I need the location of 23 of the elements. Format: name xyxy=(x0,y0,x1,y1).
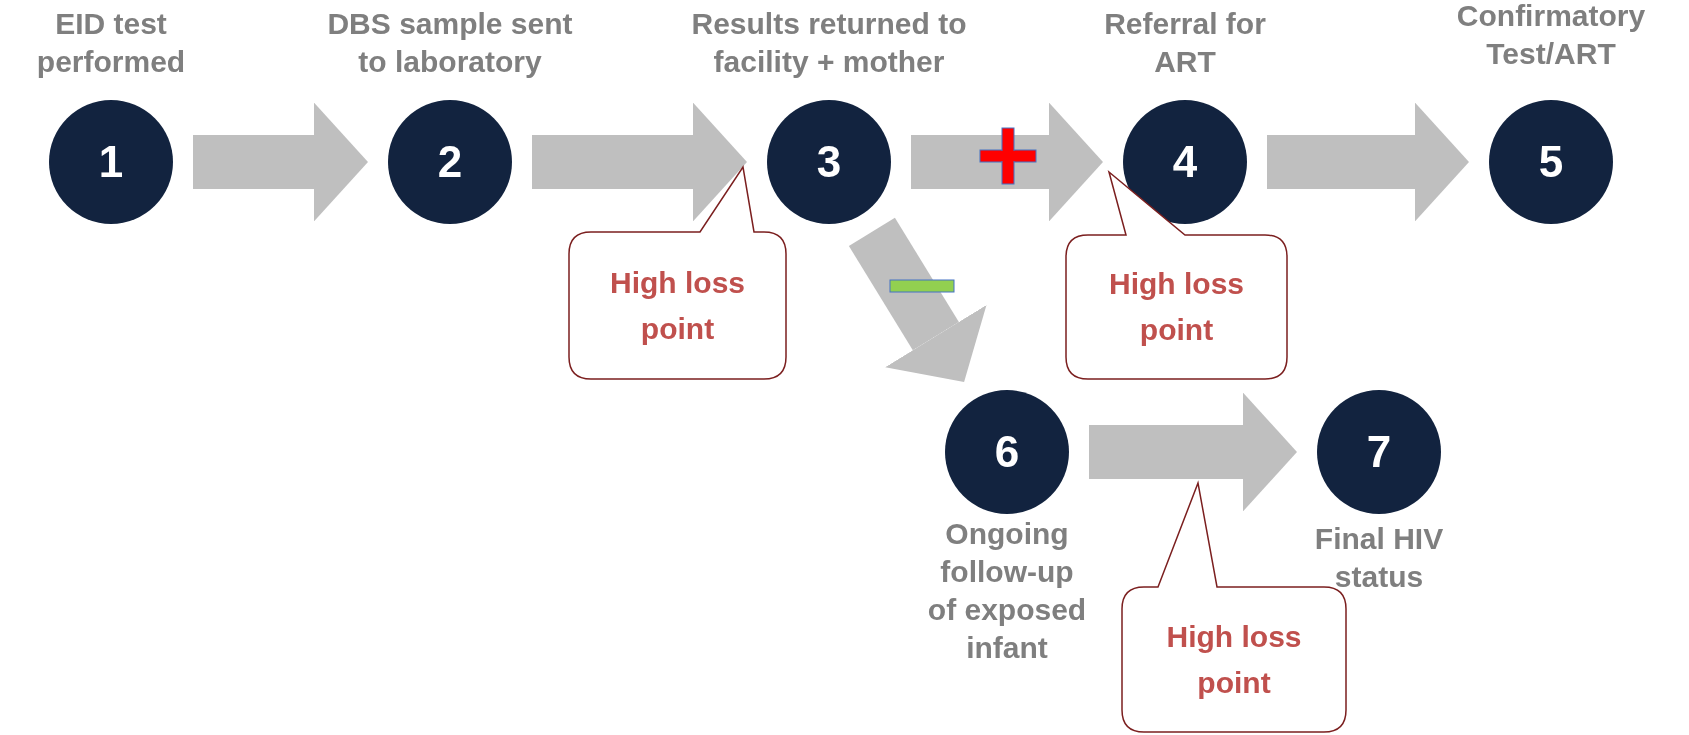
step-caption: EID test performed xyxy=(35,6,187,80)
step-caption: Referral for ART xyxy=(1103,6,1267,80)
block-arrow xyxy=(911,102,1103,222)
block-arrow xyxy=(532,102,747,222)
block-arrow xyxy=(1267,102,1469,222)
callout-text: High loss point xyxy=(1108,266,1245,348)
callout-text: High loss point xyxy=(609,264,746,347)
step-circle: 7 xyxy=(1317,390,1441,514)
step-circle: 6 xyxy=(945,390,1069,514)
callout-text: High loss point xyxy=(1165,618,1303,701)
step-circle: 3 xyxy=(767,100,891,224)
step-caption: Confirmatory Test/ART xyxy=(1455,0,1647,72)
block-arrow xyxy=(1089,392,1297,512)
step-circle: 5 xyxy=(1489,100,1613,224)
step-caption: Final HIV status xyxy=(1313,521,1445,595)
block-arrow xyxy=(193,102,368,222)
step-circle: 2 xyxy=(388,100,512,224)
step-circle: 4 xyxy=(1123,100,1247,224)
callout-bubble xyxy=(569,167,786,379)
step-circle: 1 xyxy=(49,100,173,224)
step-caption: DBS sample sent to laboratory xyxy=(326,6,574,80)
step-caption: Ongoing follow-up of exposed infant xyxy=(926,516,1088,666)
step-caption: Results returned to facility + mother xyxy=(690,6,968,80)
